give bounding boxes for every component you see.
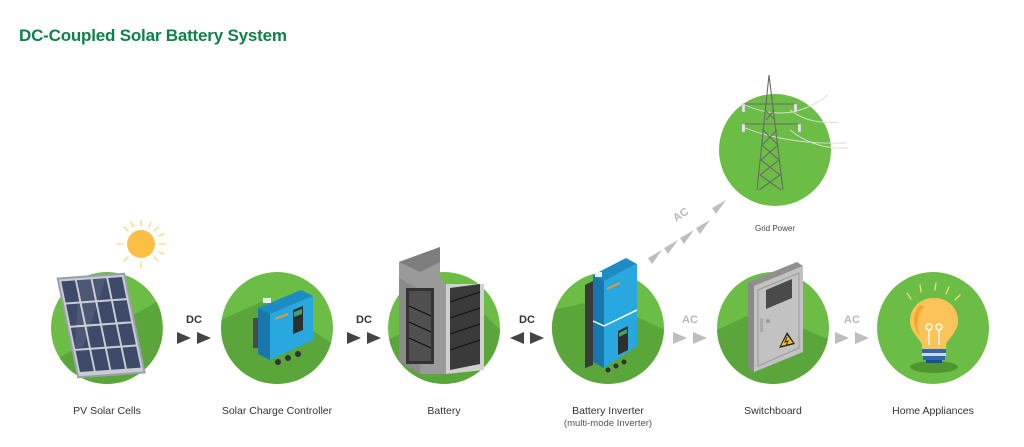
label-battery: Battery: [427, 405, 461, 417]
arrow-right-icon: [673, 332, 687, 344]
power-tower-icon: [741, 74, 849, 191]
flow-pv-to-controller: [177, 332, 211, 344]
arrow-left-icon: [510, 332, 524, 344]
arrow-right-icon: [530, 332, 544, 344]
inverter-icon: [585, 258, 638, 373]
arrow-right-icon: [835, 332, 849, 344]
label-pv-solar-cells: PV Solar Cells: [73, 405, 141, 417]
flow-switchboard-to-appliances: [835, 332, 869, 344]
flow-label-dc: DC: [519, 314, 535, 326]
arrow-diagonal-icon: [696, 220, 710, 234]
flow-label-dc: DC: [186, 314, 202, 326]
arrow-diagonal-icon: [712, 200, 726, 214]
charge-controller-icon: [253, 290, 313, 365]
arrow-right-icon: [347, 332, 361, 344]
label-battery-inverter-main: Battery Inverter: [572, 405, 644, 417]
solar-panel-icon: [56, 272, 146, 379]
label-solar-charge-controller: Solar Charge Controller: [221, 405, 333, 417]
flow-battery-inverter: [510, 332, 544, 344]
arrow-right-icon: [693, 332, 707, 344]
label-grid-power: Grid Power: [754, 224, 795, 233]
label-switchboard: Switchboard: [744, 405, 802, 417]
node-circle: [719, 94, 831, 206]
node-switchboard: [717, 262, 829, 384]
flow-label-ac: AC: [682, 314, 698, 326]
arrow-diagonal-icon: [664, 240, 678, 254]
arrow-right-icon: [855, 332, 869, 344]
flow-label-ac: AC: [844, 314, 860, 326]
flow-inverter-to-grid: [648, 200, 726, 264]
flow-inverter-to-switchboard: [673, 332, 707, 344]
node-grid-power: [719, 74, 849, 206]
flow-label-dc: DC: [356, 314, 372, 326]
node-battery-inverter: [552, 258, 664, 384]
arrow-diagonal-icon: [680, 230, 694, 244]
sun-icon: [116, 219, 166, 269]
label-battery-inverter: Battery Inverter (multi-mode Inverter): [528, 405, 688, 429]
arrow-right-icon: [177, 332, 191, 344]
flow-label-ac-grid: AC: [671, 206, 691, 225]
arrow-diagonal-icon: [648, 250, 662, 264]
node-pv-solar-cells: [51, 219, 166, 384]
node-solar-charge-controller: [221, 272, 333, 384]
node-home-appliances: [877, 272, 989, 384]
switchboard-icon: [748, 262, 803, 372]
arrow-right-icon: [367, 332, 381, 344]
light-bulb-icon: [906, 282, 961, 373]
arrow-right-icon: [197, 332, 211, 344]
flow-controller-to-battery: [347, 332, 381, 344]
diagram-title: DC-Coupled Solar Battery System: [19, 26, 287, 45]
node-battery: [388, 247, 500, 384]
label-home-appliances: Home Appliances: [892, 405, 974, 417]
battery-icon: [399, 247, 484, 374]
label-battery-inverter-sub: (multi-mode Inverter): [563, 418, 653, 429]
